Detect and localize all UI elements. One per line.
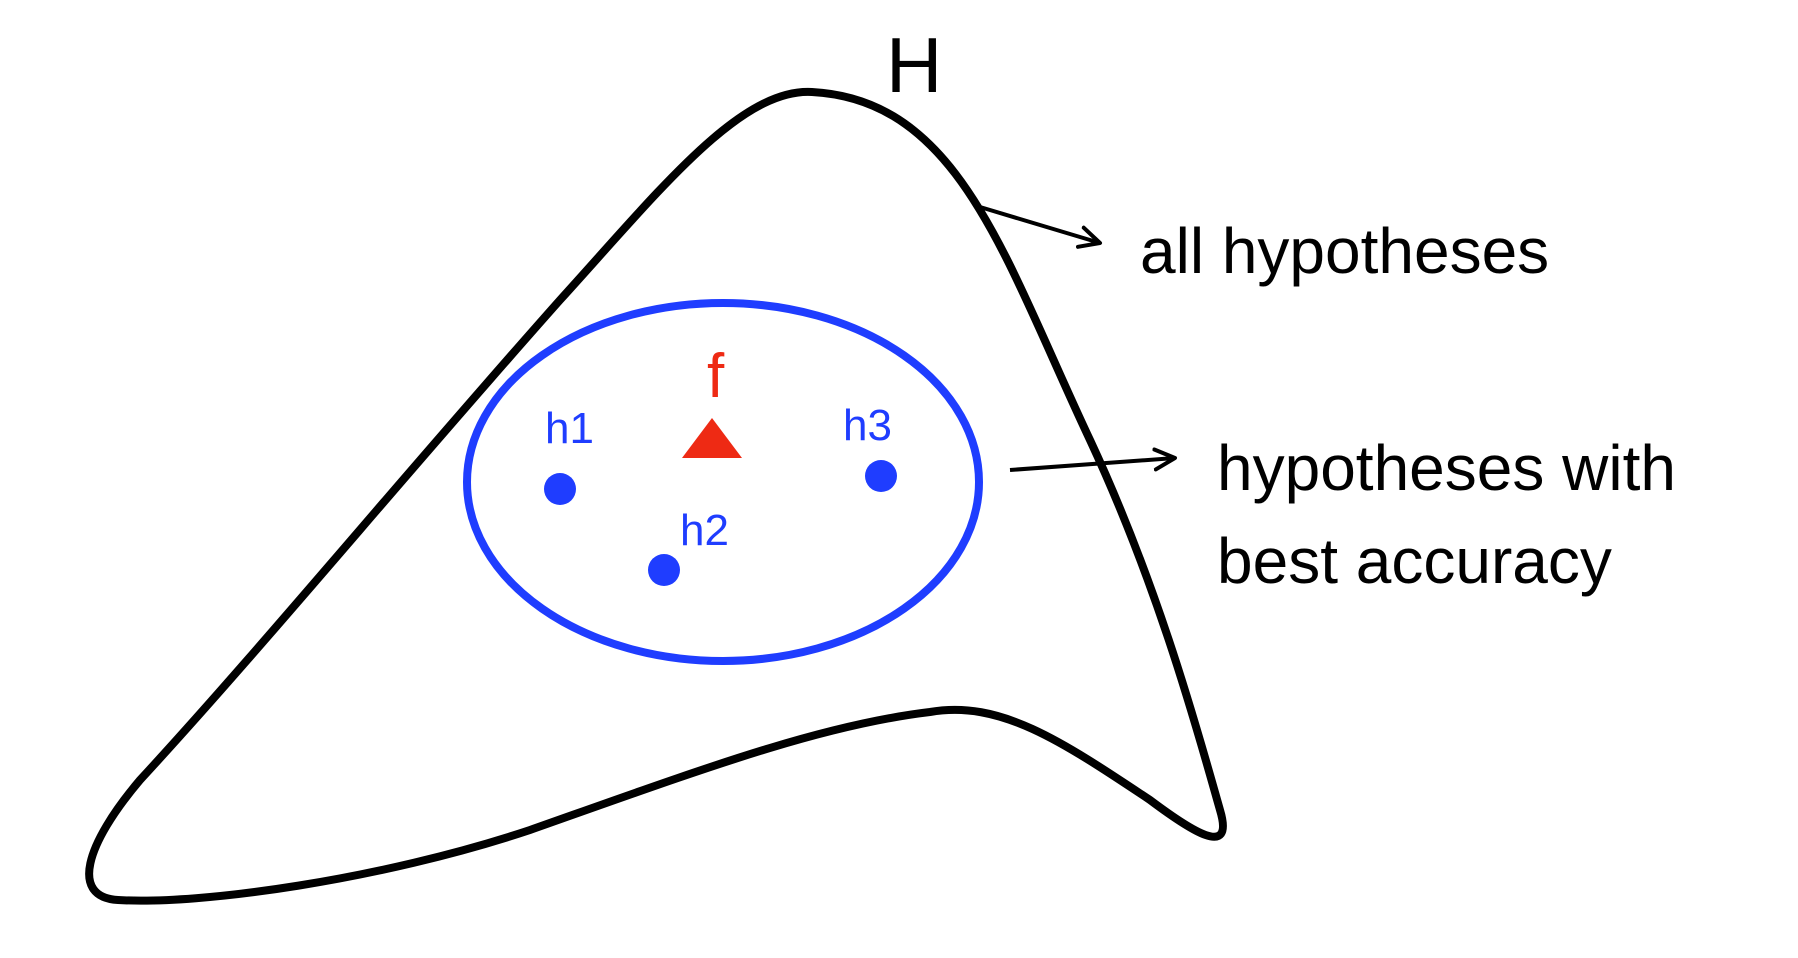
set-label-h: H xyxy=(886,21,942,109)
target-label-f: f xyxy=(707,342,725,411)
hypothesis-space-outline xyxy=(85,87,1227,905)
hypothesis-label-h2: h2 xyxy=(680,506,729,555)
hypothesis-point-h1 xyxy=(544,473,576,505)
annotation-best-accuracy-line1: hypotheses with xyxy=(1217,432,1676,504)
annotation-all-hypotheses: all hypotheses xyxy=(1140,215,1549,287)
arrow-all-hypotheses xyxy=(979,205,1102,249)
hypothesis-label-h3: h3 xyxy=(843,401,892,450)
annotation-best-accuracy-line2: best accuracy xyxy=(1217,525,1612,597)
target-triangle-marker xyxy=(682,418,742,458)
arrow-best-accuracy xyxy=(1009,447,1177,472)
best-accuracy-subset-ellipse xyxy=(463,299,983,665)
hypothesis-point-h3 xyxy=(865,460,897,492)
hypothesis-point-h2 xyxy=(648,554,680,586)
hypothesis-label-h1: h1 xyxy=(545,404,594,453)
